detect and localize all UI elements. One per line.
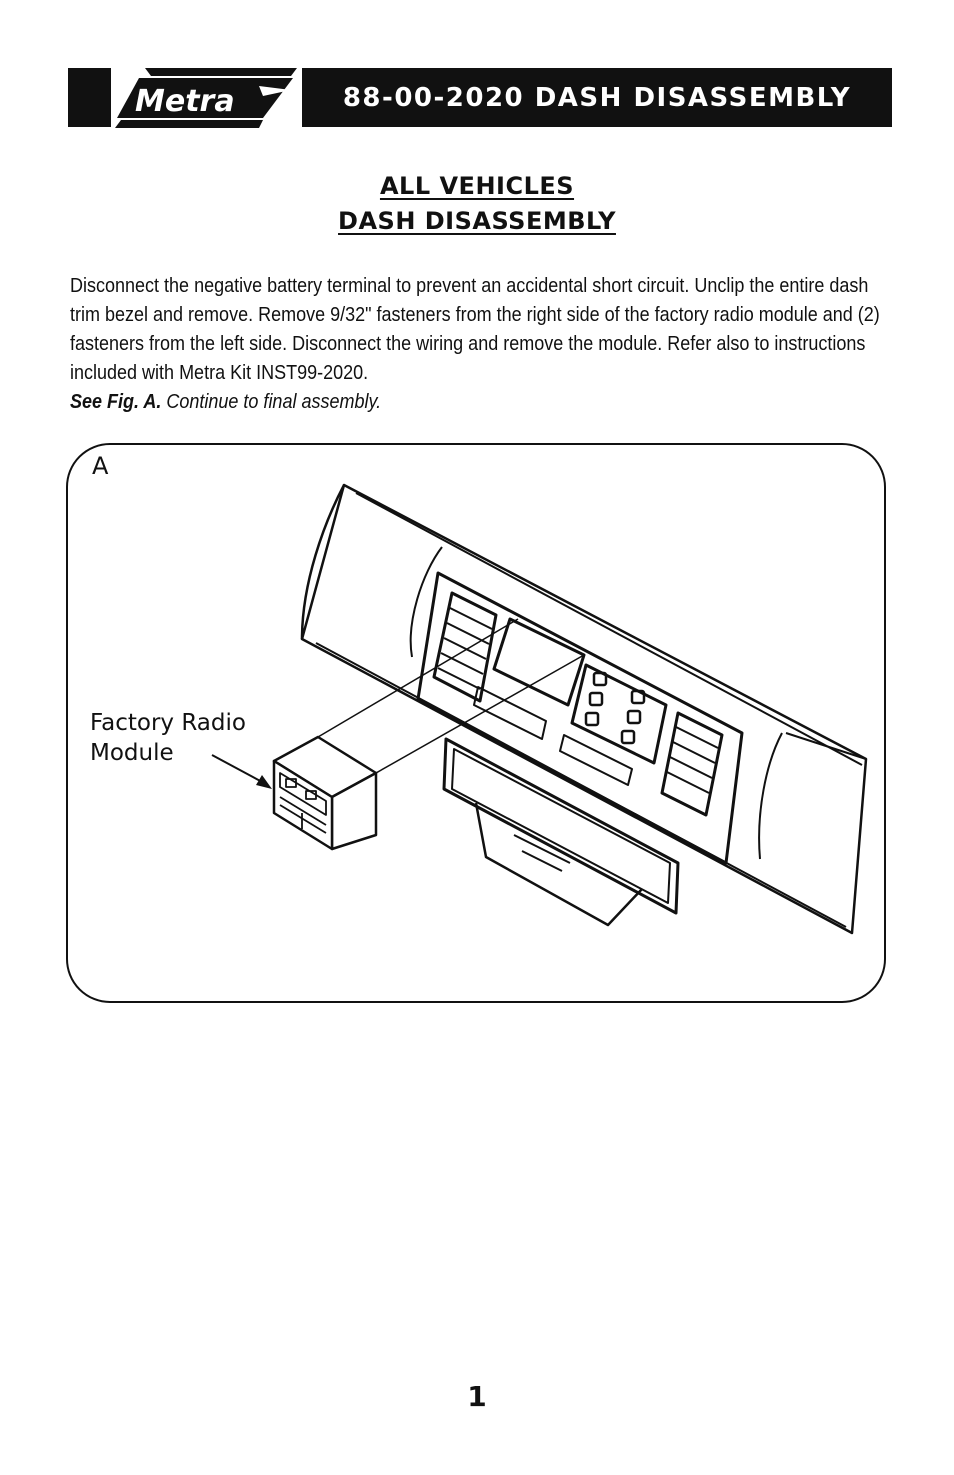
- metra-logo: Metra: [115, 68, 297, 128]
- dash-illustration: [211, 483, 868, 935]
- page-number: 1: [467, 1380, 487, 1413]
- instructions-body: Disconnect the negative battery terminal…: [70, 275, 880, 384]
- document-title: 88-00-2020 DASH DISASSEMBLY: [342, 82, 852, 113]
- header-bar: 88-00-2020 DASH DISASSEMBLY: [302, 68, 892, 127]
- instructions-paragraph: Disconnect the negative battery terminal…: [70, 272, 900, 417]
- svg-text:Metra: Metra: [135, 84, 235, 119]
- figure-letter: A: [92, 452, 109, 480]
- figure-reference: See Fig. A.: [70, 391, 162, 413]
- radio-module-callout: Factory Radio Module: [90, 708, 246, 768]
- heading-dash-disassembly: DASH DISASSEMBLY: [338, 207, 616, 235]
- callout-line-1: Factory Radio: [90, 710, 246, 736]
- callout-line-2: Module: [90, 740, 174, 766]
- heading-all-vehicles: ALL VEHICLES: [379, 172, 575, 200]
- instructions-fig-line: See Fig. A. Continue to final assembly.: [70, 388, 900, 417]
- header-accent-block: [68, 68, 111, 127]
- continue-note: Continue to final assembly.: [166, 391, 382, 413]
